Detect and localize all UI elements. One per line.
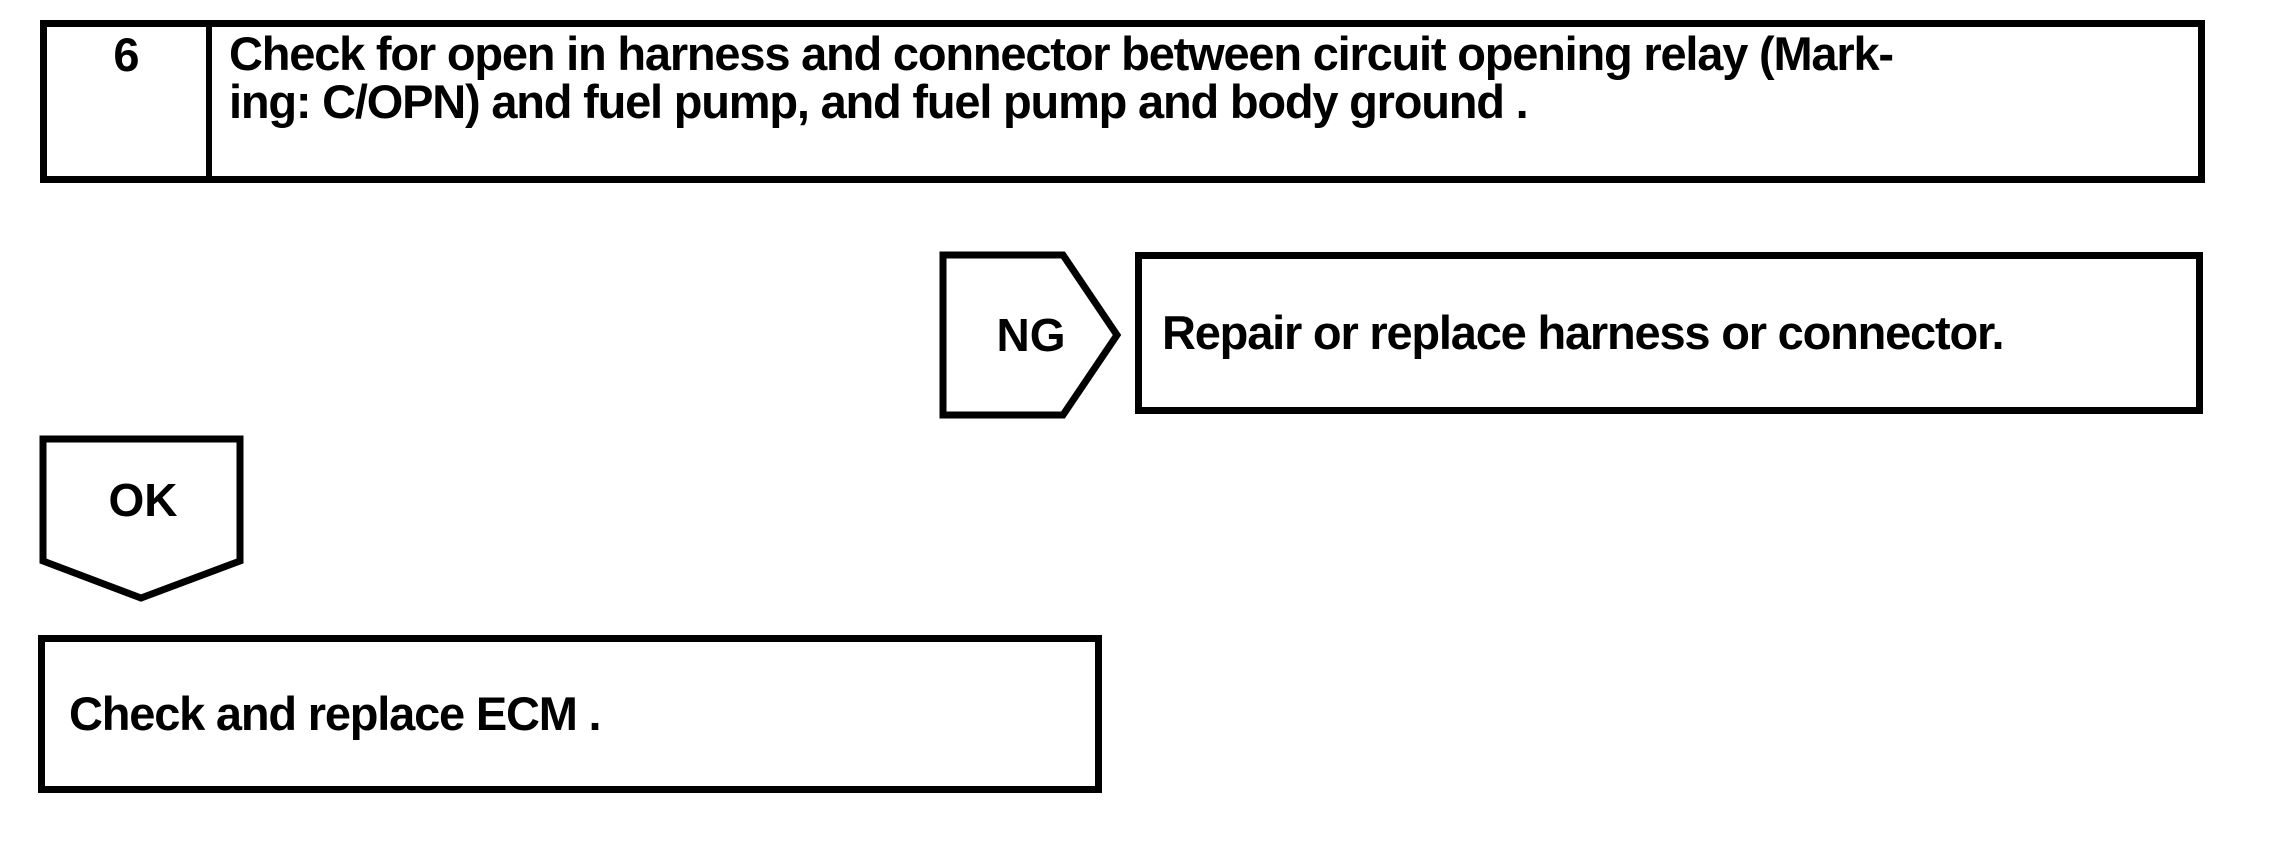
step-number: 6 bbox=[113, 28, 140, 81]
step-instruction-line-1: Check for open in harness and connector … bbox=[229, 27, 1894, 80]
ng-connector-shape bbox=[939, 251, 1122, 419]
ok-result-text: Check and replace ECM . bbox=[69, 687, 602, 740]
step-instruction: Check for open in harness and connector … bbox=[212, 27, 2198, 176]
ng-result-box: Repair or replace harness or connector. bbox=[1135, 252, 2203, 414]
step-box: 6 Check for open in harness and connecto… bbox=[40, 20, 2205, 183]
ok-label: OK bbox=[108, 474, 178, 526]
step-instruction-line-2: ing: C/OPN) and fuel pump, and fuel pump… bbox=[229, 75, 1529, 128]
ng-label: NG bbox=[996, 309, 1066, 361]
ng-result-text: Repair or replace harness or connector. bbox=[1162, 306, 2005, 359]
step-number-cell: 6 bbox=[47, 27, 212, 176]
ok-result-box: Check and replace ECM . bbox=[38, 635, 1102, 793]
ok-connector-shape bbox=[39, 435, 244, 602]
